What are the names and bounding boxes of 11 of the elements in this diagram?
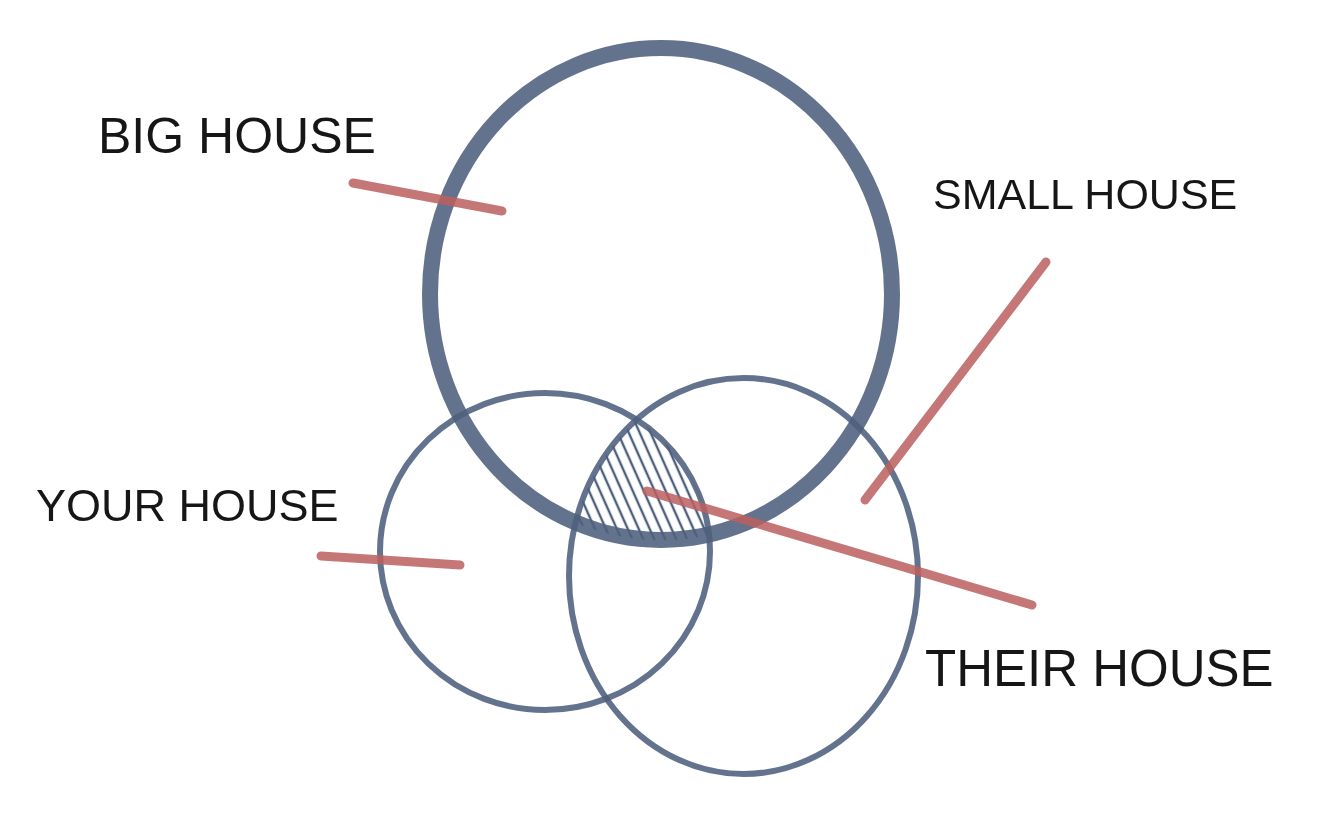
- venn-circle: [377, 390, 713, 713]
- leader-line: [316, 551, 465, 570]
- leader-line: [348, 178, 507, 216]
- leader-line: [860, 257, 1051, 505]
- venn-circle: [422, 40, 900, 548]
- set-label: YOUR HOUSE: [36, 483, 339, 528]
- set-label: SMALL HOUSE: [933, 173, 1238, 216]
- set-label: BIG HOUSE: [98, 111, 376, 161]
- venn-circle: [566, 375, 921, 777]
- set-label: THEIR HOUSE: [925, 643, 1274, 694]
- leader-line: [642, 486, 1037, 610]
